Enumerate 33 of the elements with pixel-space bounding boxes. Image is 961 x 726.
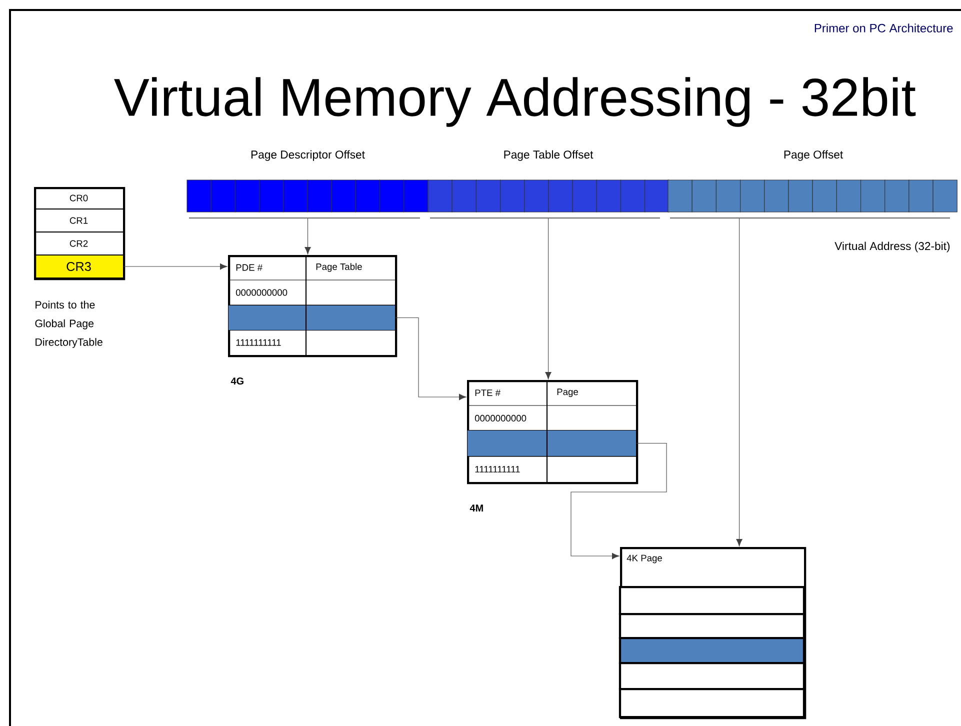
register-stack [34, 187, 126, 280]
header-text: Primer on PC Architecture [814, 24, 953, 32]
column-header: PDE # [236, 264, 263, 271]
size-label: 4G [230, 377, 244, 385]
arrow [570, 443, 667, 560]
title: Virtual Memory Addressing - 32bit [114, 77, 916, 127]
index-value: 0000000000 [474, 414, 526, 422]
address-segment: Page Offset [668, 150, 958, 219]
arrow [123, 263, 228, 270]
column-header: Page Table [316, 263, 362, 272]
address-segment: Page Descriptor Offset [186, 150, 428, 219]
index-value: 0000000000 [236, 289, 288, 296]
column-header: PTE # [475, 390, 500, 396]
address-segment: Page Table Offset [428, 150, 670, 219]
node-label: Page Table Offset [504, 150, 594, 161]
register-cell: CR1 [34, 209, 124, 232]
memory-page: 4K Page [618, 547, 806, 720]
arrow [545, 218, 552, 380]
axis-caption: Virtual Address (32-bit) [834, 242, 950, 252]
node-label: Page Offset [784, 150, 844, 161]
column-header: Page [557, 388, 578, 397]
selected-row [467, 430, 637, 457]
note-text: Points to the Global Page DirectoryTable [35, 300, 102, 348]
index-value: 1111111111 [475, 466, 520, 472]
index-value: 1111111111 [236, 339, 281, 346]
selected-row [228, 305, 396, 331]
node-label: Page Descriptor Offset [251, 150, 365, 161]
register-cell: CR2 [34, 232, 124, 256]
arrow [736, 218, 742, 546]
size-label: 4M [470, 504, 483, 512]
register-cell: CR3 [34, 255, 124, 278]
arrow [304, 218, 311, 254]
arrow [395, 318, 466, 400]
